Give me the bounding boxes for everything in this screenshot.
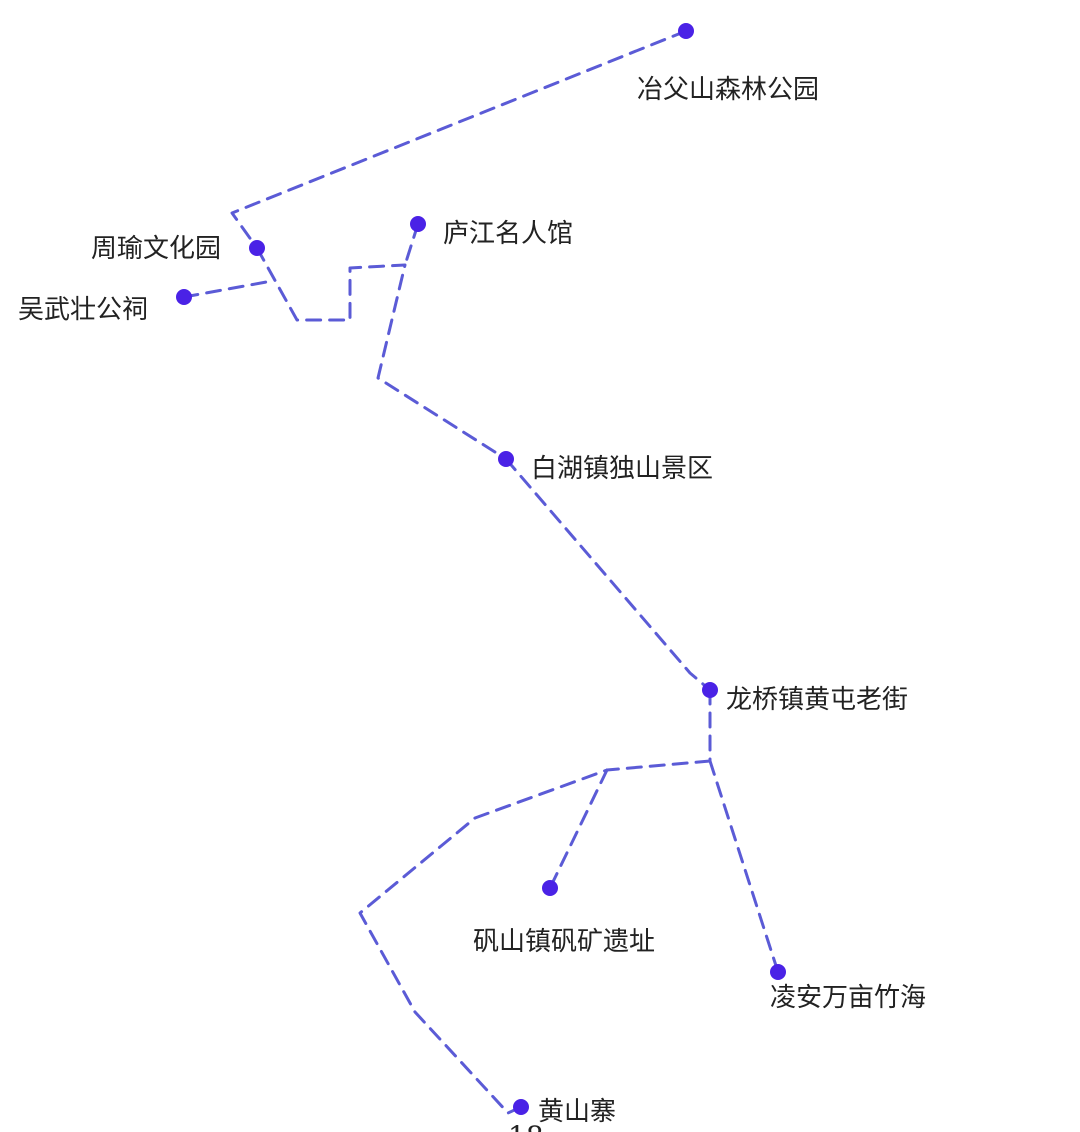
route-baihu-longqiao — [504, 457, 712, 692]
poi-label-huangshanzhai: 黄山寨 — [538, 1097, 616, 1127]
poi-label-luijiang-museum: 庐江名人馆 — [443, 219, 573, 249]
poi-label-lingan: 凌安万亩竹海 — [770, 983, 926, 1013]
location-dot-icon[interactable] — [513, 1099, 529, 1115]
location-dot-icon[interactable] — [176, 289, 192, 305]
poi-label-zhouyu: 周瑜文化园 — [91, 234, 221, 264]
route-wuwuzhuang-zhouyu — [182, 279, 274, 299]
poi-label-wuwuzhuang: 吴武壮公祠 — [18, 295, 148, 325]
route-fanshan-branch — [548, 768, 609, 890]
route-yefushan-zhouyu — [230, 29, 688, 250]
poi-label-fanshan: 矾山镇矾矿遗址 — [473, 927, 655, 957]
location-dot-icon[interactable] — [498, 451, 514, 467]
poi-labels: 冶父山森林公园庐江名人馆周瑜文化园吴武壮公祠白湖镇独山景区龙桥镇黄屯老街矾山镇矾… — [18, 75, 926, 1127]
poi-label-baihu: 白湖镇独山景区 — [531, 454, 713, 484]
location-dot-icon[interactable] — [542, 880, 558, 896]
route-zhouyu-baihu — [255, 246, 508, 461]
location-dot-icon[interactable] — [410, 216, 426, 232]
location-dot-icon[interactable] — [678, 23, 694, 39]
route-lines — [182, 29, 780, 1115]
location-dot-icon[interactable] — [770, 964, 786, 980]
poi-markers — [176, 23, 786, 1115]
route-junction-lingan — [708, 759, 780, 974]
poi-label-yefushan: 冶父山森林公园 — [637, 75, 819, 105]
location-dot-icon[interactable] — [702, 682, 718, 698]
location-dot-icon[interactable] — [249, 240, 265, 256]
poi-label-longqiao: 龙桥镇黄屯老街 — [726, 685, 908, 715]
cutoff-number-label: 18 — [508, 1120, 544, 1132]
